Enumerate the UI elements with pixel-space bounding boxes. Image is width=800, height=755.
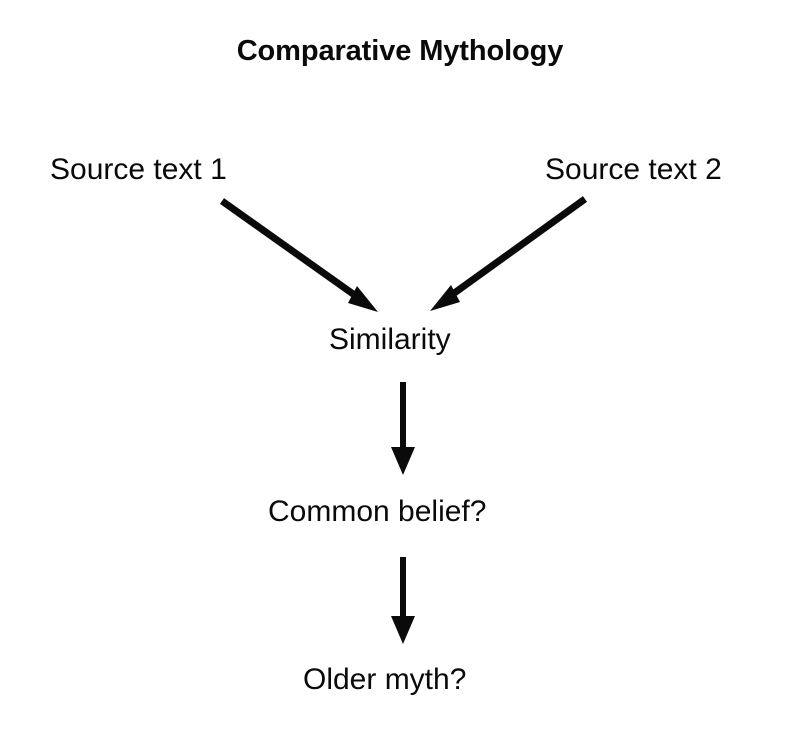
edge-source2-similarity-arrow — [430, 196, 588, 311]
node-common-belief: Common belief? — [268, 495, 487, 528]
node-similarity: Similarity — [329, 323, 451, 356]
node-source-text-2: Source text 2 — [545, 153, 722, 186]
edge-commonbelief-oldermyth-arrow — [391, 557, 415, 644]
diagram-title: Comparative Mythology — [236, 35, 564, 67]
edge-similarity-commonbelief-arrow — [391, 382, 415, 475]
node-source-text-1: Source text 1 — [50, 153, 227, 186]
node-older-myth: Older myth? — [303, 663, 467, 696]
edge-source1-similarity-arrow — [219, 198, 378, 312]
